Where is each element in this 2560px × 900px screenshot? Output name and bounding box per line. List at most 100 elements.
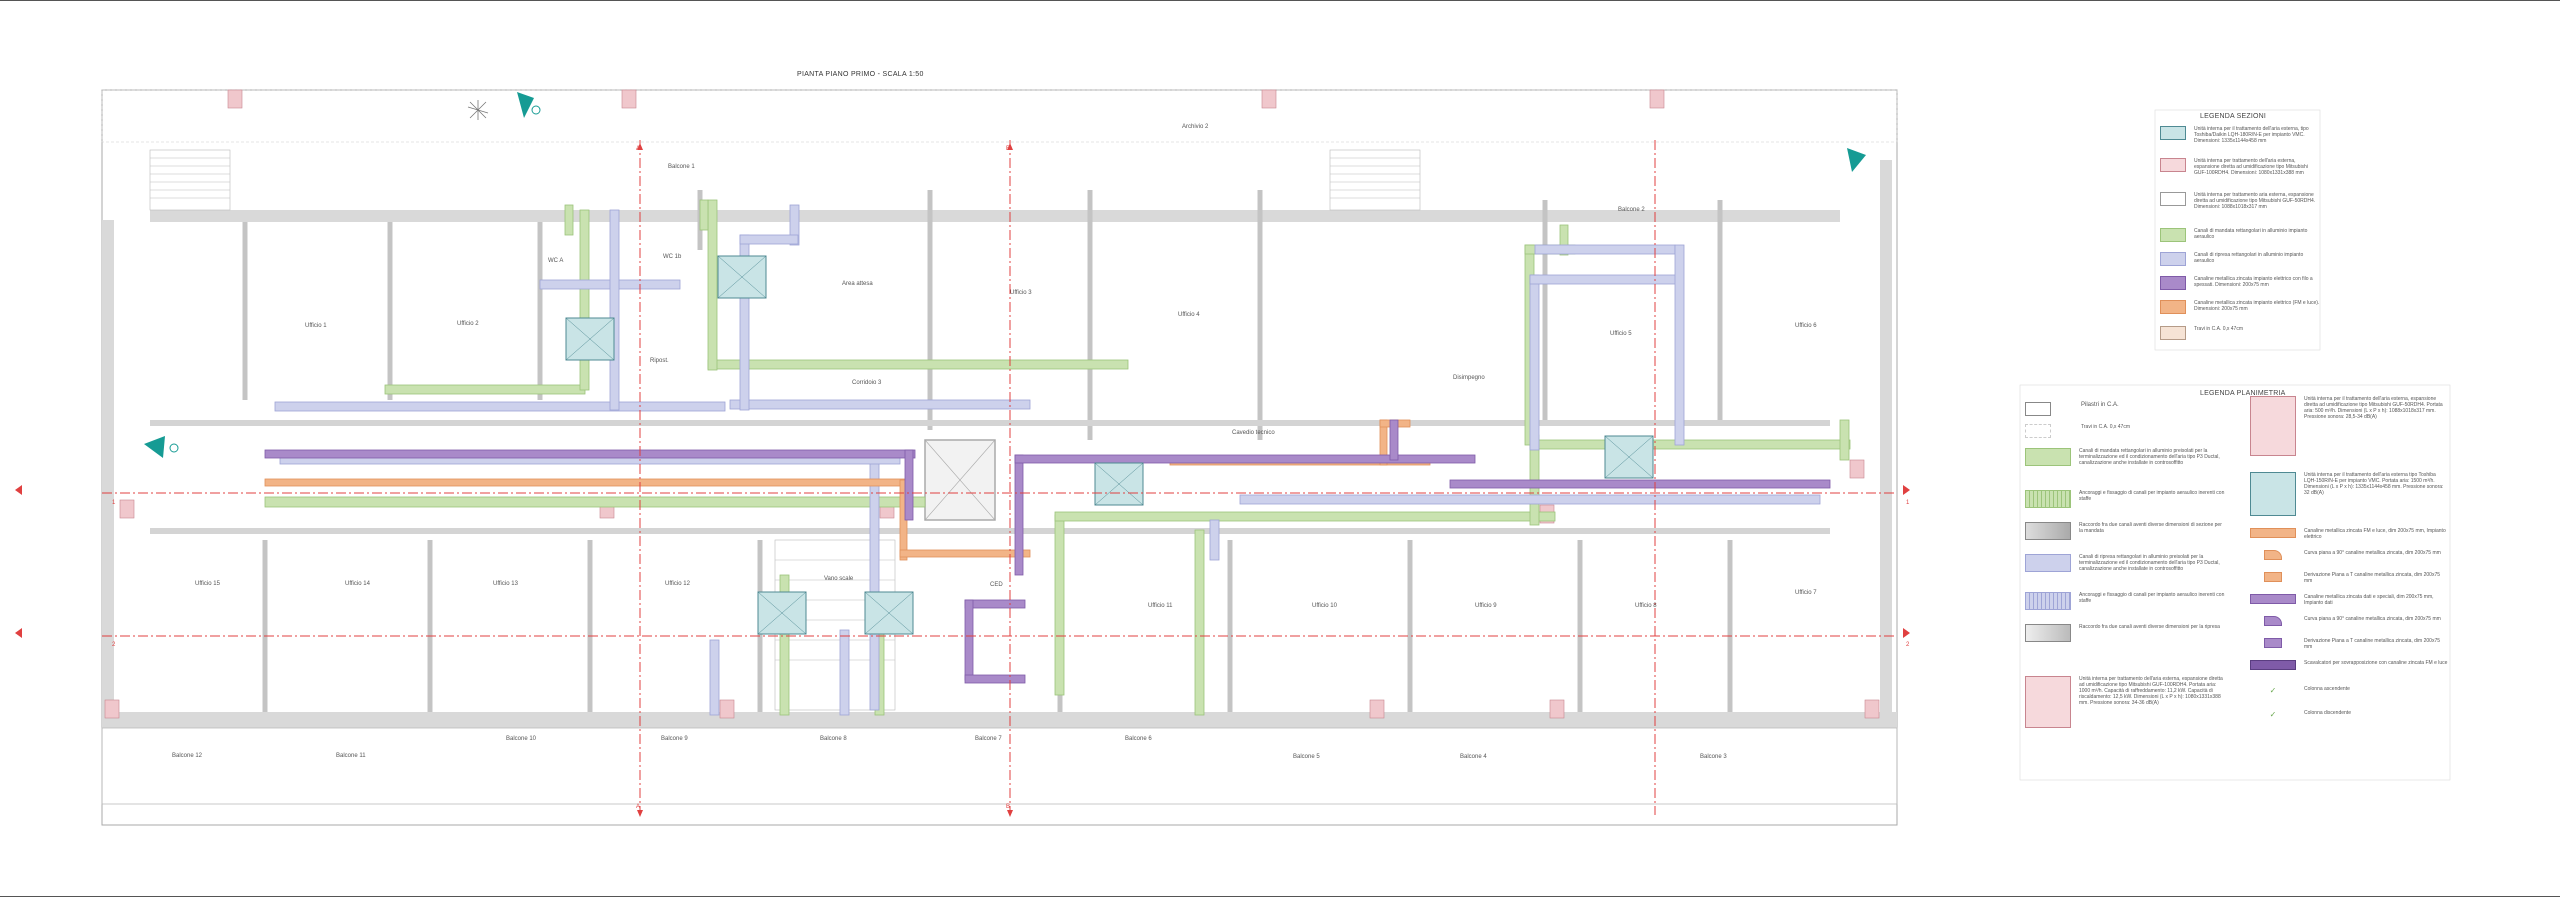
room-label: Area attesa [842, 281, 873, 287]
room-label: CED [990, 582, 1003, 588]
legend-text: Raccordo fra due canali aventi diverse d… [2079, 624, 2220, 630]
room-label: WC A [548, 258, 564, 264]
corridor-wall-upper [150, 420, 1830, 426]
return-reducer-swatch-icon [2025, 624, 2071, 642]
legend-text: Unità interna per il trattamento dell'ar… [2304, 396, 2443, 420]
legend-text: Canali di mandata rettangolari in allumi… [2194, 228, 2308, 240]
room-label: Archivio 2 [1182, 124, 1209, 130]
ahu-symbol-icon [2160, 158, 2186, 172]
room-label: Ufficio 4 [1178, 312, 1200, 318]
fm-tray-tee-icon [2264, 572, 2282, 582]
fm-cable-tray [264, 419, 1431, 561]
ahu-symbol-icon [2160, 126, 2186, 140]
room-label: Balcone 9 [661, 736, 688, 742]
room-label: Balcone 11 [336, 753, 366, 759]
legend-text: Canali di mandata rettangolari in allumi… [2079, 448, 2220, 466]
room-label: Balcone 2 [1618, 207, 1645, 213]
room-label: Ufficio 11 [1148, 603, 1173, 609]
legend-text: Pilastri in C.A. [2081, 402, 2119, 408]
ahu-vmc-symbol-icon [2250, 472, 2296, 516]
data-tray-swatch-icon [2250, 594, 2296, 604]
legend-plan-item: Canali di mandata rettangolari in allumi… [2025, 448, 2225, 466]
legend-text: Curva piana a 90° canaline metallica zin… [2304, 550, 2441, 556]
legend-text: Unità interna per trattamento dell'aria … [2194, 158, 2308, 176]
legend-text: Canaline metallica zincata impianto elet… [2194, 300, 2320, 312]
room-label: Ufficio 7 [1795, 590, 1817, 596]
data-cable-tray [264, 419, 1831, 684]
room-label: Ufficio 9 [1475, 603, 1497, 609]
legend-planimetria-frame [2019, 384, 2451, 781]
data-tray-elbow-icon [2264, 616, 2282, 626]
room-label: Ufficio 14 [345, 581, 370, 587]
legend-text: Curva piana a 90° canaline metallica zin… [2304, 616, 2441, 622]
legend-planimetria-title: LEGENDA PLANIMETRIA [2200, 390, 2286, 397]
legend-text: Canaline metallica zincata dati e specia… [2304, 594, 2434, 606]
legend-text: Unità interna per trattamento aria ester… [2194, 192, 2316, 210]
corridor-wall-lower [150, 528, 1830, 534]
legend-text: Raccordo fra due canali aventi diverse d… [2079, 522, 2222, 534]
legend-sezioni-item: Canaline metallica zincata impianto elet… [2160, 276, 2320, 290]
stairs-top-right [1329, 149, 1421, 211]
section-mark-a-bottom: A [636, 804, 641, 810]
data-tray-swatch-icon [2160, 276, 2186, 290]
supply-reducer-swatch-icon [2025, 522, 2071, 540]
fm-tray-swatch-icon [2250, 528, 2296, 538]
legend-plan-item: Ancoraggi e fissaggio di canali per impi… [2025, 490, 2225, 508]
stairs-top-left [149, 149, 231, 211]
room-label: Corridoio 3 [852, 380, 882, 386]
room-label: Balcone 1 [668, 164, 695, 170]
legend-sezioni-item: Canaline metallica zincata impianto elet… [2160, 300, 2320, 314]
rising-column-icon: ✓ [2269, 686, 2277, 695]
section-lines [102, 140, 1897, 815]
compass-rose-icon [467, 100, 489, 120]
room-label: Ufficio 2 [457, 321, 479, 327]
north-icon [144, 92, 1866, 458]
room-label: Cavedio tecnico [1232, 430, 1275, 436]
legend-text: Travi in C.A. 0,x 47cm [2081, 424, 2130, 430]
data-tray-tee-icon [2264, 638, 2282, 648]
section-mark-1-right: 1 [1906, 500, 1910, 506]
room-label: Ufficio 3 [1010, 290, 1032, 296]
legend-plan-item: Derivazione Piana a T canaline metallica… [2250, 572, 2448, 584]
supply-bracket-swatch-icon [2025, 490, 2071, 508]
supply-duct-swatch-icon [2025, 448, 2071, 466]
fm-tray-elbow-icon [2264, 550, 2282, 560]
legend-text: Derivazione Piana a T canaline metallica… [2304, 638, 2441, 650]
legend-sezioni-item: Canali di mandata rettangolari in allumi… [2160, 228, 2320, 242]
return-duct-swatch-icon [2160, 252, 2186, 266]
legend-text: Travi in C.A. 0,x 47cm [2194, 326, 2243, 332]
legend-sezioni-item: Travi in C.A. 0,x 47cm [2160, 326, 2320, 340]
supply-duct-swatch-icon [2160, 228, 2186, 242]
room-label: Balcone 12 [172, 753, 203, 759]
room-label: Ufficio 1 [305, 323, 327, 329]
legend-sezioni-title: LEGENDA SEZIONI [2200, 113, 2267, 120]
room-label: Ufficio 6 [1795, 323, 1817, 329]
crossover-swatch-icon [2250, 660, 2296, 670]
return-duct-swatch-icon [2025, 554, 2071, 572]
section-arrows [15, 143, 1910, 817]
legend-text: Unità interna per il trattamento dell'ar… [2304, 472, 2444, 496]
legend-plan-item: Curva piana a 90° canaline metallica zin… [2250, 550, 2448, 560]
room-label: Disimpegno [1453, 375, 1485, 381]
legend-plan-item: Raccordo fra due canali aventi diverse d… [2025, 624, 2225, 642]
legend-plan-item: Derivazione Piana a T canaline metallica… [2250, 638, 2448, 650]
legend-plan-item: Scavalcatori per sovrapposizione con can… [2250, 660, 2448, 670]
legend-sezioni-item: Unità interna per trattamento aria ester… [2160, 192, 2320, 210]
legend-sezioni-frame [2154, 109, 2321, 351]
outer-wall-left [102, 220, 114, 720]
room-label: Balcone 5 [1293, 754, 1320, 760]
legend-plan-item: Pilastri in C.A. [2025, 402, 2225, 416]
ahu-plan-symbol-icon [2025, 676, 2071, 728]
legend-text: Scavalcatori per sovrapposizione con can… [2304, 660, 2448, 666]
legend-plan-item: Travi in C.A. 0,x 47cm [2025, 424, 2225, 438]
legend-plan-item: Unità interna per trattamento dell'aria … [2025, 676, 2225, 728]
legend-plan-item: Raccordo fra due canali aventi diverse d… [2025, 522, 2225, 540]
lift-shaft [924, 439, 996, 521]
return-ducts [274, 204, 1821, 716]
outer-wall-top [150, 210, 1840, 222]
section-mark-a-top: A [636, 146, 641, 152]
legend-text: Derivazione Piana a T canaline metallica… [2304, 572, 2441, 584]
legend-text: Ancoraggi e fissaggio di canali per impi… [2079, 490, 2225, 502]
